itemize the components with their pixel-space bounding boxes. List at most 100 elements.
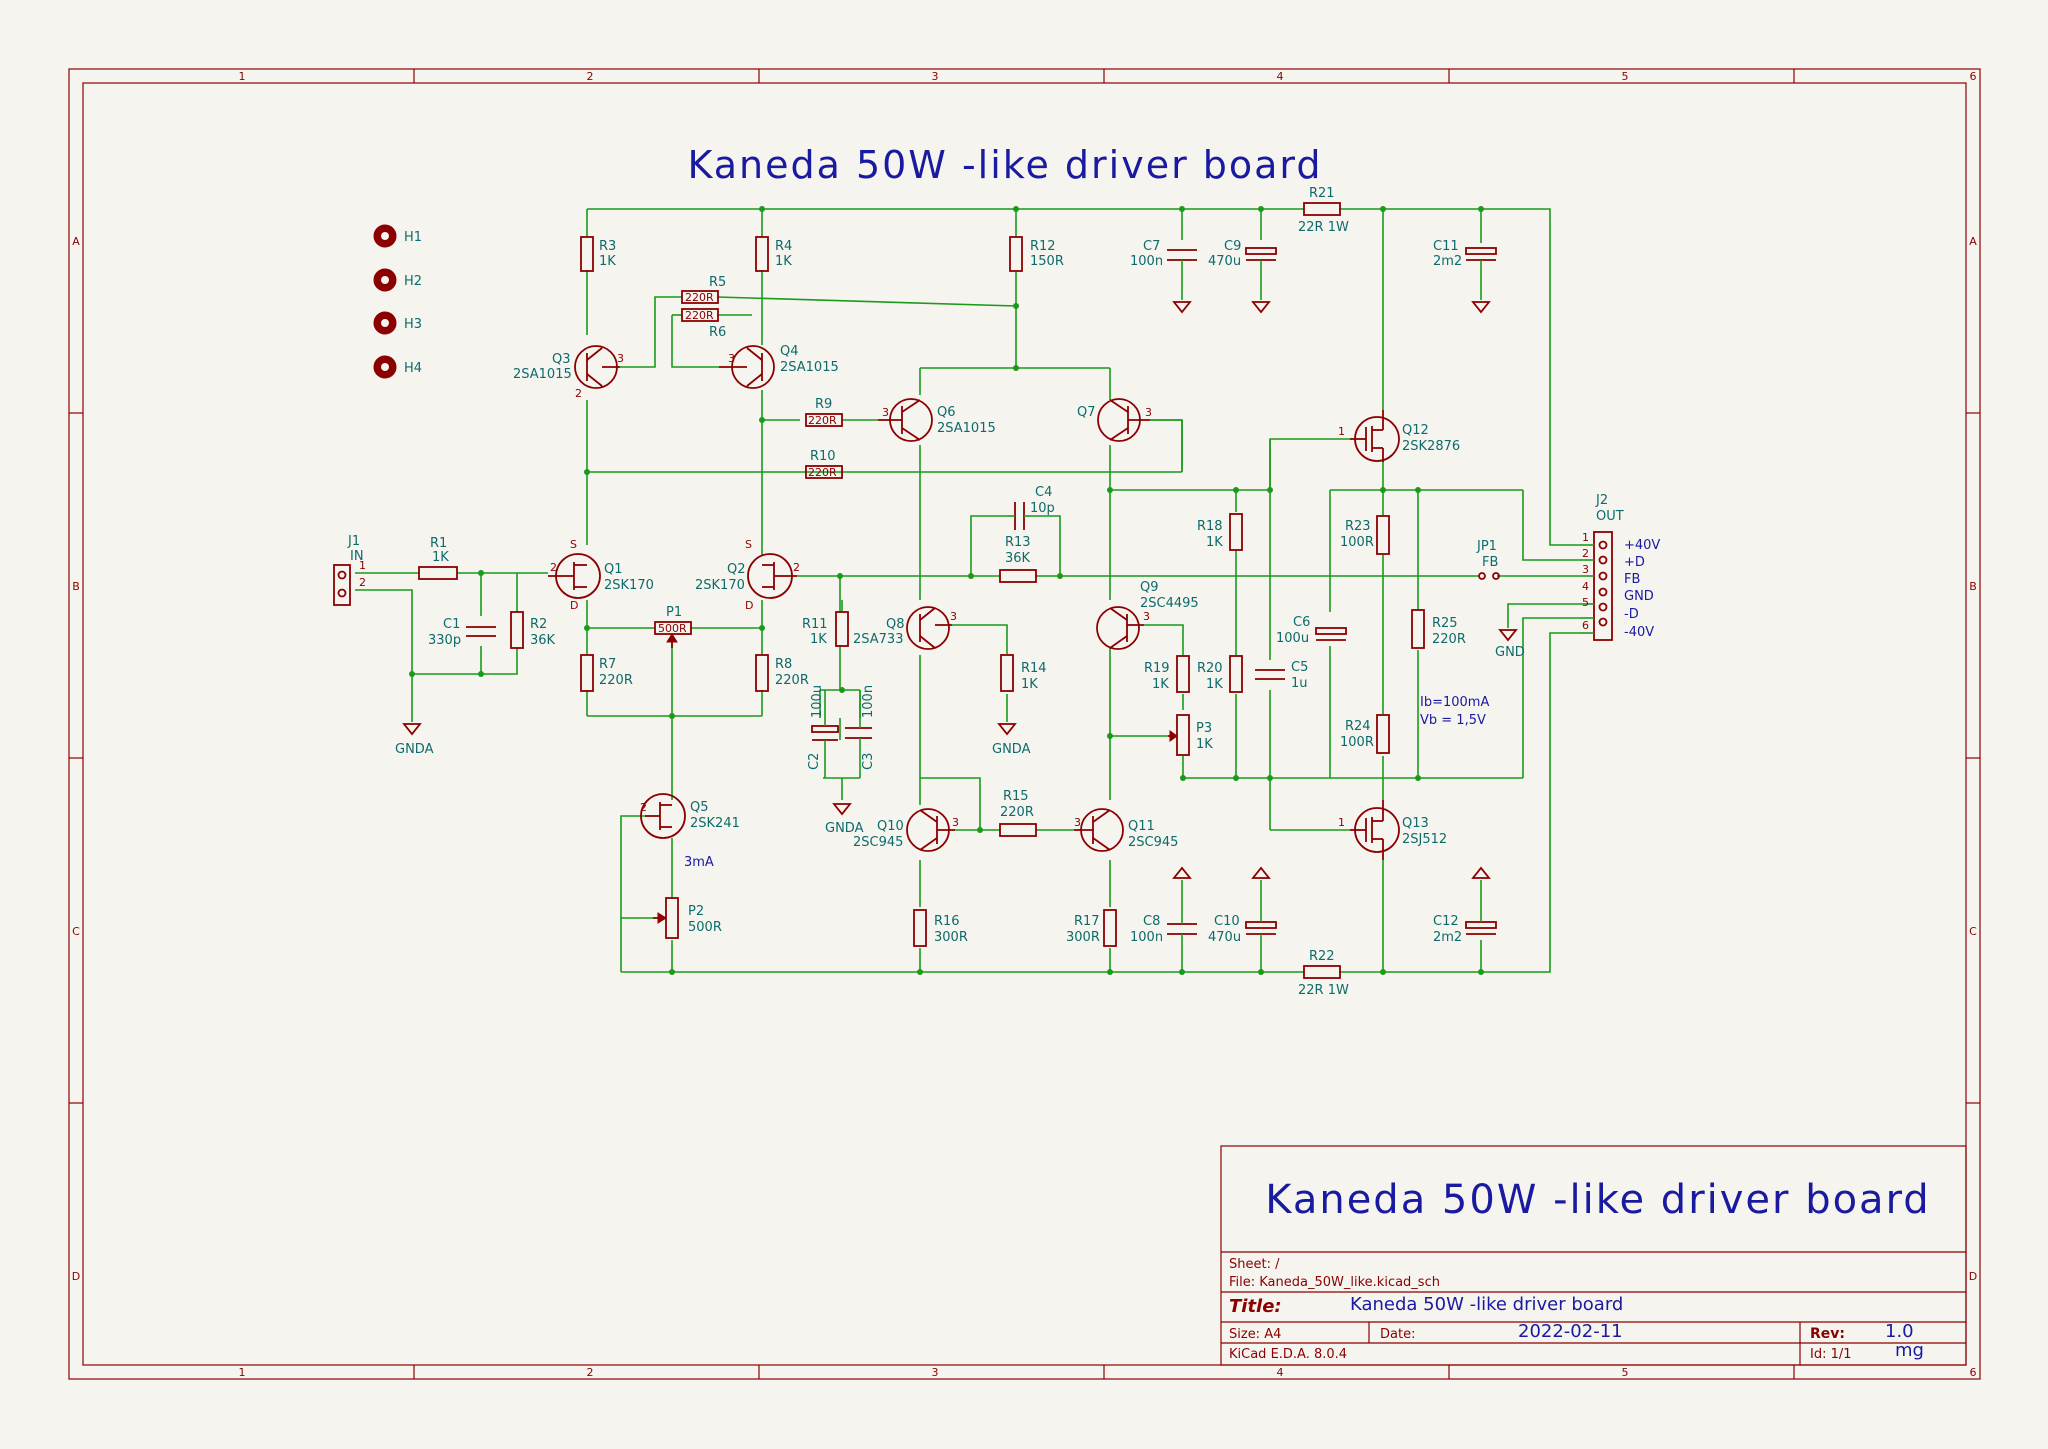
svg-text:R24: R24 (1345, 719, 1371, 734)
svg-text:R5: R5 (709, 275, 726, 290)
svg-text:2SC945: 2SC945 (853, 835, 903, 850)
svg-text:Q7: Q7 (1077, 405, 1096, 420)
svg-text:R14: R14 (1021, 661, 1047, 676)
svg-text:H4: H4 (404, 361, 422, 376)
svg-text:2m2: 2m2 (1433, 930, 1462, 945)
svg-text:+D: +D (1624, 555, 1645, 570)
svg-text:FB: FB (1482, 555, 1498, 570)
svg-text:1: 1 (1338, 425, 1345, 438)
svg-text:220R: 220R (685, 291, 714, 304)
svg-text:2SC945: 2SC945 (1128, 835, 1178, 850)
svg-text:1: 1 (1338, 816, 1345, 829)
svg-text:220R: 220R (685, 309, 714, 322)
svg-text:300R: 300R (934, 930, 968, 945)
row-label: C (72, 925, 80, 938)
svg-text:D: D (745, 599, 753, 612)
svg-text:R3: R3 (599, 239, 616, 254)
row-label: D (72, 1270, 80, 1283)
svg-text:100R: 100R (1340, 535, 1374, 550)
svg-text:2SC4495: 2SC4495 (1140, 596, 1199, 611)
svg-text:P3: P3 (1196, 721, 1212, 736)
resistor-r24: R24 100R (1340, 714, 1390, 754)
resistor-r6: 220R R6 (681, 308, 726, 340)
svg-text:2: 2 (575, 387, 582, 400)
svg-text:150R: 150R (1030, 254, 1064, 269)
sheet-label: Sheet: / (1229, 1257, 1280, 1272)
potentiometer-p3: P3 1K (1168, 714, 1213, 756)
transistor-q6: Q6 2SA1015 3 (878, 398, 996, 442)
file-label: File: Kaneda_50W_like.kicad_sch (1229, 1275, 1440, 1290)
svg-text:JP1: JP1 (1476, 539, 1497, 554)
svg-text:R10: R10 (810, 449, 836, 464)
svg-text:2SJ512: 2SJ512 (1402, 832, 1447, 847)
col-label: 3 (932, 70, 939, 83)
svg-text:3: 3 (728, 352, 735, 365)
svg-text:2: 2 (640, 801, 647, 814)
svg-text:R16: R16 (934, 914, 960, 929)
svg-text:1K: 1K (1206, 677, 1223, 692)
svg-text:R22: R22 (1309, 949, 1335, 964)
row-label: A (72, 235, 80, 248)
resistor-r2: R2 36K (510, 611, 556, 649)
col-label: 5 (1622, 1366, 1629, 1379)
title-block: Kaneda 50W -like driver board Sheet: / F… (1220, 1145, 1967, 1366)
svg-text:220R: 220R (808, 414, 837, 427)
svg-text:6: 6 (1582, 619, 1589, 632)
svg-text:R20: R20 (1197, 661, 1223, 676)
svg-text:36K: 36K (1005, 551, 1031, 566)
wires (355, 208, 1580, 973)
mosfet-q13: Q13 2SJ512 1 (1338, 800, 1447, 860)
transistor-q7: Q7 3 (1077, 398, 1152, 442)
resistor-r3: R3 1K (580, 236, 616, 272)
resistor-r7: R7 220R (580, 654, 633, 692)
svg-text:1: 1 (1582, 531, 1589, 544)
svg-text:2: 2 (1582, 547, 1589, 560)
jfet-q1: S D 2 Q1 2SK170 (548, 538, 654, 612)
svg-text:500R: 500R (688, 920, 722, 935)
svg-text:R13: R13 (1005, 535, 1031, 550)
svg-text:4: 4 (1582, 580, 1589, 593)
svg-text:Q8: Q8 (886, 617, 905, 632)
author: mg (1895, 1340, 1924, 1361)
svg-text:R25: R25 (1432, 616, 1458, 631)
mosfet-q12: Q12 2SK2876 1 (1338, 410, 1460, 462)
capacitor-c4: C4 10p (1008, 485, 1055, 530)
id-label: Id: 1/1 (1810, 1347, 1852, 1362)
svg-text:1: 1 (359, 559, 366, 572)
svg-text:R18: R18 (1197, 519, 1223, 534)
svg-text:2SK170: 2SK170 (695, 578, 745, 593)
svg-text:2m2: 2m2 (1433, 254, 1462, 269)
jfet-q2: S D 2 Q2 2SK170 (695, 538, 800, 612)
transistor-q11: Q11 2SC945 3 (1074, 808, 1178, 852)
gnda-symbol: GNDA (992, 723, 1031, 757)
svg-text:470u: 470u (1208, 254, 1241, 269)
mounting-hole-h3: H3 (373, 311, 422, 335)
svg-text:C9: C9 (1224, 239, 1241, 254)
svg-text:300R: 300R (1066, 930, 1100, 945)
capacitor-c5: C5 1u (1255, 660, 1308, 691)
svg-text:R12: R12 (1030, 239, 1056, 254)
bias-current-annotation: Ib=100mA (1420, 695, 1489, 710)
svg-text:C7: C7 (1143, 239, 1160, 254)
mounting-hole-h1: H1 (373, 224, 422, 248)
capacitor-c6: C6 100u (1276, 615, 1347, 646)
resistor-r4: R4 1K (755, 236, 792, 272)
col-label: 4 (1277, 70, 1284, 83)
date-value: 2022-02-11 (1518, 1321, 1623, 1342)
svg-text:220R: 220R (1432, 632, 1466, 647)
svg-text:J2: J2 (1595, 493, 1608, 508)
svg-text:1K: 1K (810, 632, 827, 647)
resistor-r5: 220R R5 (681, 275, 726, 304)
tool-label: KiCad E.D.A. 8.0.4 (1229, 1347, 1347, 1362)
ref: J1 (347, 534, 360, 549)
svg-text:R1: R1 (430, 536, 447, 551)
svg-text:H1: H1 (404, 230, 422, 245)
gnda-symbol: GNDA (395, 723, 434, 757)
svg-text:1K: 1K (1196, 737, 1213, 752)
svg-text:Q6: Q6 (937, 405, 956, 420)
svg-text:S: S (745, 538, 752, 551)
capacitor-c9: C9 470u (1208, 239, 1277, 314)
svg-text:2: 2 (793, 561, 800, 574)
svg-text:C1: C1 (443, 617, 460, 632)
svg-text:100n: 100n (861, 685, 876, 718)
